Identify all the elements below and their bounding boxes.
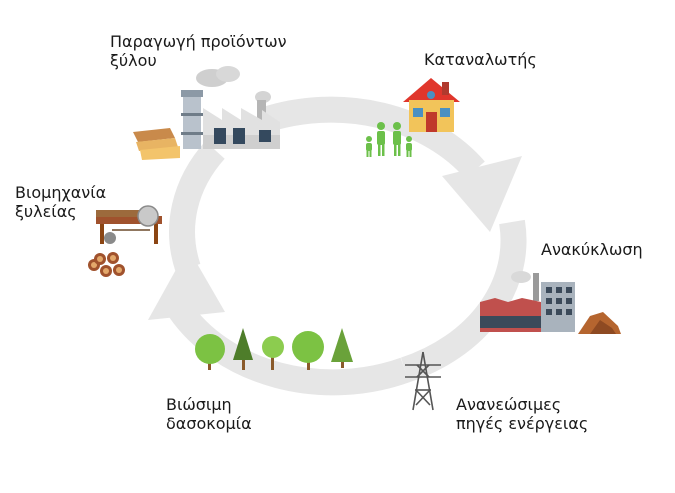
cycle-arc-left	[169, 141, 225, 273]
renewable-label-line-2: πηγές ενέργειας	[456, 414, 589, 433]
trees-icon	[195, 328, 353, 370]
production-label-line-1: Παραγωγή προϊόντων	[110, 32, 287, 51]
forestry-label: Βιώσιμη δασοκομία	[166, 395, 252, 433]
forestry-label-line-1: Βιώσιμη	[166, 395, 232, 414]
recycling-label-line-1: Ανακύκλωση	[541, 240, 643, 259]
cycle-arc-top	[260, 96, 485, 179]
house-and-family-icon	[366, 78, 460, 157]
wood-products-factory-icon	[133, 66, 280, 160]
consumer-label-line-1: Καταναλωτής	[424, 50, 537, 69]
forestry-label-line-2: δασοκομία	[166, 414, 252, 433]
sawmill-label-line-1: Βιομηχανία	[15, 183, 107, 202]
cycle-arc-bottom	[169, 302, 410, 396]
renewable-label-line-1: Ανανεώσιμες	[456, 395, 562, 414]
cycle-arrowhead-top-icon	[442, 156, 522, 232]
cycle-arc-right	[400, 219, 527, 383]
consumer-label: Καταναλωτής	[424, 50, 537, 69]
recycling-plant-icon	[480, 271, 621, 334]
sawmill-label-line-2: ξυλείας	[15, 202, 77, 221]
production-label: Παραγωγή προϊόντων ξύλου	[110, 32, 287, 70]
cycle-arrowhead-bottom-icon	[148, 248, 225, 320]
sawmill-label: Βιομηχανία ξυλείας	[15, 183, 106, 221]
power-pylon-icon	[405, 351, 441, 411]
recycling-label: Ανακύκλωση	[541, 240, 643, 259]
sawmill-icon	[88, 205, 162, 277]
renewable-label: Ανανεώσιμες πηγές ενέργειας	[456, 395, 588, 433]
production-label-line-2: ξύλου	[110, 51, 157, 70]
